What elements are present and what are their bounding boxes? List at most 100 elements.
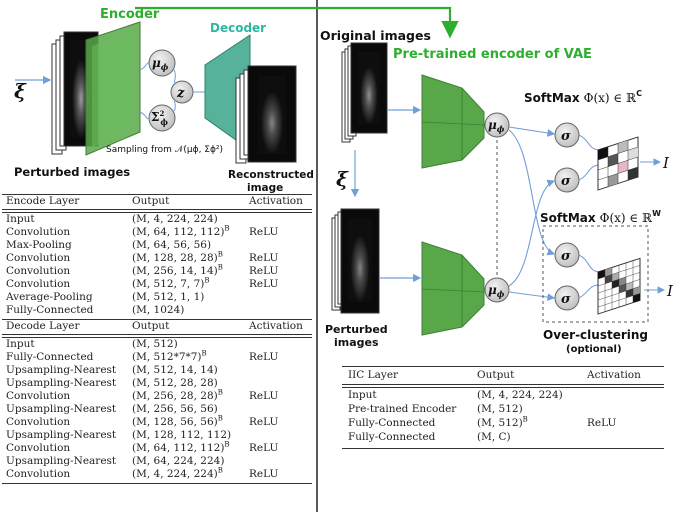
iic-header-row: IIC Layer Output Activation xyxy=(342,369,664,382)
iic-layer-cell: Fully-Connected xyxy=(348,417,436,429)
iic-table: IIC Layer Output Activation Input(M, 4, … xyxy=(342,366,664,456)
decode-header-row: Decode Layer Output Activation xyxy=(2,320,312,333)
reconstructed-label-line2: image xyxy=(247,182,283,194)
original-images-label: Original images xyxy=(320,28,431,43)
encode-layer-cell: Input xyxy=(6,213,35,225)
decode-output-text: (M, 512*7*7) xyxy=(132,351,202,363)
encode-layer-cell: Fully-Connected xyxy=(6,304,94,316)
decode-output-text: (M, 128, 56, 56) xyxy=(132,416,218,428)
decode-output-text: (M, 512, 28, 28) xyxy=(132,377,218,389)
encode-output-superscript: B xyxy=(217,263,223,272)
decode-row: Upsampling-Nearest(M, 512, 14, 14) xyxy=(2,364,312,377)
decode-output-text: (M, 256, 56, 56) xyxy=(132,403,218,415)
decode-layer-cell: Upsampling-Nearest xyxy=(6,429,117,441)
mu-label: μϕ xyxy=(152,56,169,72)
decode-activation-cell: ReLU xyxy=(249,468,279,480)
pretrained-encoder-label: Pre-trained encoder of VAE xyxy=(393,47,592,62)
decode-row: Upsampling-Nearest (M, 64, 224, 224) xyxy=(2,455,312,468)
sigma-c2-label: σ xyxy=(561,174,571,189)
decode-output-cell: (M, 256, 56, 56) xyxy=(132,403,218,416)
iic-row: Fully-Connected(M, C) xyxy=(342,431,664,444)
encode-header-layer: Encode Layer xyxy=(6,195,80,207)
encode-output-cell: (M, 64, 112, 112)B xyxy=(132,224,230,239)
mu-label-bottom: μϕ xyxy=(488,283,505,299)
encode-activation-cell: ReLU xyxy=(249,265,279,277)
iic-row: Input(M, 4, 224, 224) xyxy=(342,389,664,402)
decode-output-superscript: B xyxy=(217,388,223,397)
decode-output-cell: (M, 64, 112, 112)B xyxy=(132,441,230,455)
joint-matrix-c xyxy=(597,136,639,191)
encode-row: Input(M, 4, 224, 224) xyxy=(2,213,312,226)
overclustering-label: Over-clustering xyxy=(543,328,648,342)
decode-output-cell: (M, 512, 14, 14) xyxy=(132,364,218,377)
encode-layer-cell: Convolution xyxy=(6,252,71,264)
decode-layer-cell: Convolution xyxy=(6,416,71,428)
iic-output-cell: (M, C) xyxy=(477,431,511,444)
decode-row: Upsampling-Nearest(M, 512, 28, 28) xyxy=(2,377,312,390)
encode-layer-cell: Convolution xyxy=(6,278,71,290)
encode-layer-cell: Max-Pooling xyxy=(6,239,72,251)
iic-layer-cell: Input xyxy=(348,389,377,401)
encode-output-superscript: B xyxy=(217,250,223,259)
sigma-w2-label: σ xyxy=(561,292,571,307)
decode-layer-cell: Upsampling-Nearest xyxy=(6,455,117,467)
reconstructed-label-line1: Reconstructed xyxy=(228,169,314,181)
iic-section xyxy=(331,42,666,336)
decode-header-activation: Activation xyxy=(249,320,303,332)
encode-decode-table: Encode Layer Output Activation Input(M, … xyxy=(2,194,312,510)
decode-output-cell: (M, 512) xyxy=(132,338,178,351)
iic-output-superscript: B xyxy=(522,415,528,424)
iic-header-activation: Activation xyxy=(587,369,641,381)
perturbed-image-stack-right xyxy=(331,208,380,314)
decode-layer-cell: Convolution xyxy=(6,442,71,454)
decode-row: Upsampling-Nearest(M, 256, 56, 56) xyxy=(2,403,312,416)
iic-activation-cell: ReLU xyxy=(587,417,617,429)
iic-header-output: Output xyxy=(477,369,515,381)
sigma-w1-label: σ xyxy=(561,249,571,264)
decode-header-layer: Decode Layer xyxy=(6,320,80,332)
encode-row: Average-Pooling(M, 512, 1, 1) xyxy=(2,291,312,304)
mu-node-top xyxy=(484,112,510,138)
perturbed-label-line1: Perturbed xyxy=(325,323,388,336)
iic-header-layer: IIC Layer xyxy=(348,369,399,381)
encode-layer-cell: Average-Pooling xyxy=(6,291,93,303)
decode-activation-cell: ReLU xyxy=(249,416,279,428)
decode-output-cell: (M, 64, 224, 224) xyxy=(132,455,224,468)
decode-output-superscript: B xyxy=(217,414,223,423)
decode-layer-cell: Convolution xyxy=(6,390,71,402)
iic-output-cell: (M, 512) xyxy=(477,403,523,416)
encode-output-cell: (M, 64, 56, 56) xyxy=(132,239,211,252)
decode-activation-cell: ReLU xyxy=(249,390,279,402)
encode-output-superscript: B xyxy=(204,276,210,285)
sigma-c1-label: σ xyxy=(561,129,571,144)
decode-row: Convolution (M, 128, 56, 56)B ReLU xyxy=(2,414,312,429)
encode-output-cell: (M, 128, 28, 28)B xyxy=(132,250,223,265)
z-label: z xyxy=(176,86,185,101)
pretrained-encoder-top xyxy=(421,74,485,169)
decode-output-text: (M, 512) xyxy=(132,338,178,350)
perturbed-label-line2: images xyxy=(334,336,379,349)
encode-output-superscript: B xyxy=(224,224,230,233)
encode-output-text: (M, 64, 112, 112) xyxy=(132,226,225,238)
decode-output-text: (M, 64, 224, 224) xyxy=(132,455,225,467)
decode-header-output: Output xyxy=(132,320,170,332)
decode-output-cell: (M, 128, 56, 56)B xyxy=(132,414,223,429)
iic-output-cell: (M, 512)B xyxy=(477,415,528,430)
joint-matrix-w xyxy=(597,257,641,315)
output-i-top: I xyxy=(662,154,670,172)
decode-output-text: (M, 512, 14, 14) xyxy=(132,364,218,376)
encode-activation-cell: ReLU xyxy=(249,226,279,238)
decode-output-cell: (M, 512, 28, 28) xyxy=(132,377,218,390)
mu-label-top: μϕ xyxy=(488,118,505,134)
iic-output-text: (M, C) xyxy=(477,431,511,443)
